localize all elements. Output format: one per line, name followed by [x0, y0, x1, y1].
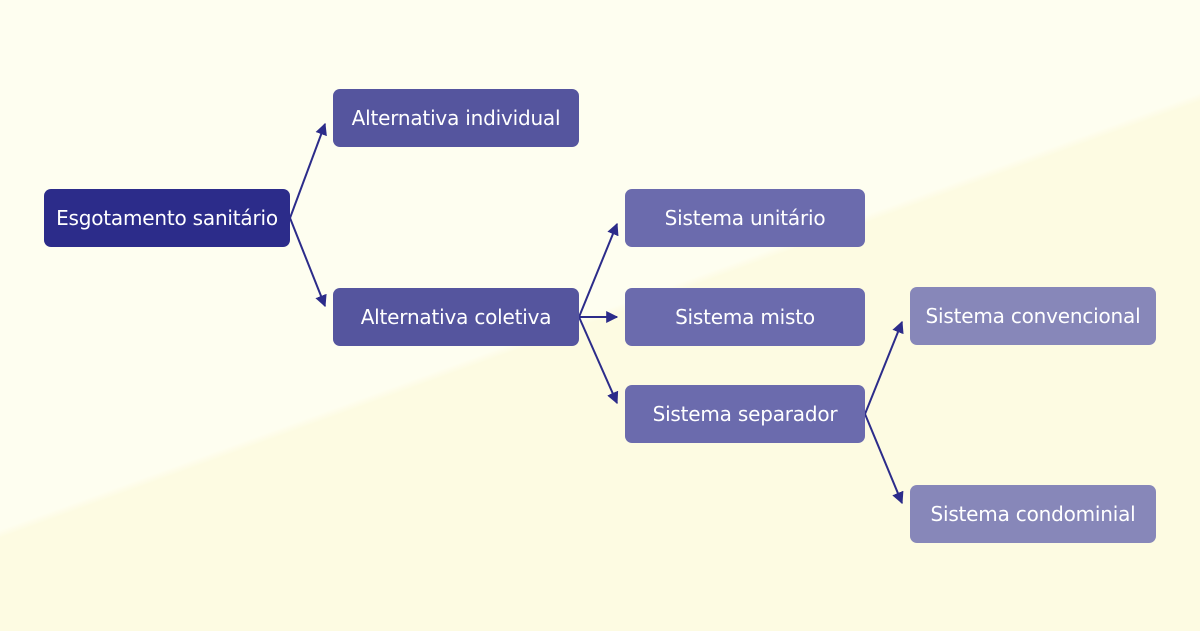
- node-label: Sistema misto: [675, 305, 815, 329]
- node-sistema-unitario: Sistema unitário: [625, 189, 865, 247]
- node-label: Sistema convencional: [925, 304, 1141, 328]
- node-label: Esgotamento sanitário: [56, 206, 278, 230]
- node-alternativa-individual: Alternativa individual: [333, 89, 579, 147]
- node-sistema-separador: Sistema separador: [625, 385, 865, 443]
- arrow-root-to-individual: [289, 122, 327, 219]
- node-label: Alternativa individual: [351, 106, 561, 130]
- edge-group: [289, 122, 904, 505]
- arrow-separador-to-condominial: [864, 413, 904, 505]
- arrow-coletiva-to-separador: [578, 316, 619, 405]
- node-sistema-condominial: Sistema condominial: [910, 485, 1156, 543]
- node-label: Sistema condominial: [930, 502, 1136, 526]
- node-label: Alternativa coletiva: [360, 305, 552, 329]
- node-alternativa-coletiva: Alternativa coletiva: [333, 288, 579, 346]
- arrow-coletiva-to-unitario: [578, 222, 619, 318]
- node-sistema-misto: Sistema misto: [625, 288, 865, 346]
- arrow-root-to-coletiva: [289, 217, 327, 308]
- node-label: Sistema unitário: [664, 206, 826, 230]
- node-sistema-convencional: Sistema convencional: [910, 287, 1156, 345]
- node-label: Sistema separador: [652, 402, 838, 426]
- node-esgotamento-sanitario: Esgotamento sanitário: [44, 189, 290, 247]
- arrow-separador-to-convencional: [864, 320, 904, 415]
